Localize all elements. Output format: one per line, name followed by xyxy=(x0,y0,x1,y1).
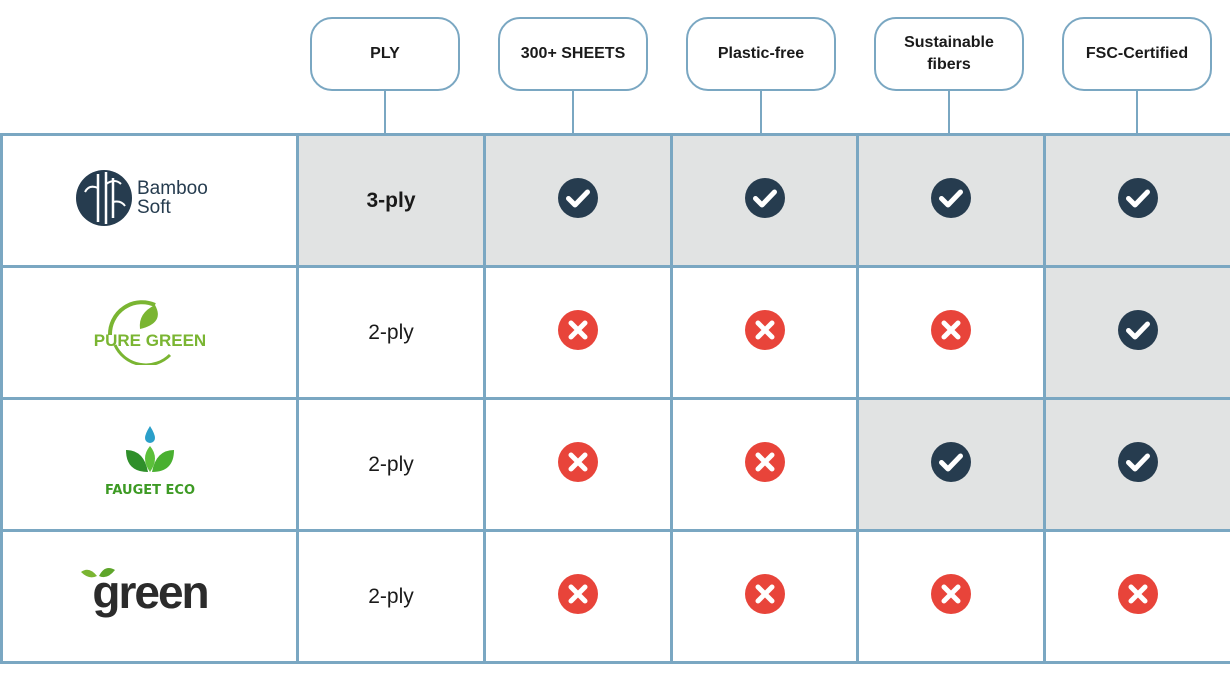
cross-circle-icon xyxy=(744,310,785,350)
header-plastic-free: Plastic-free xyxy=(686,17,836,91)
header-connector xyxy=(572,91,574,133)
cross-circle-icon xyxy=(744,574,785,614)
header-connector xyxy=(948,91,950,133)
feature-cell xyxy=(670,397,859,532)
header-connector xyxy=(760,91,762,133)
cross-circle-icon xyxy=(1118,574,1158,614)
feature-cell xyxy=(1043,133,1230,268)
check-circle-icon xyxy=(931,442,971,482)
logo-text: green xyxy=(92,566,207,618)
brand-logo: green xyxy=(75,562,225,626)
brand-logo: FAUGET ECO xyxy=(100,422,200,502)
feature-cell xyxy=(1043,265,1230,400)
check-circle-icon xyxy=(744,178,785,218)
feature-cell xyxy=(670,529,859,664)
table-row: FAUGET ECO 2-ply xyxy=(0,397,1230,532)
check-circle-icon xyxy=(558,178,598,218)
ply-cell: 2-ply xyxy=(296,265,486,400)
header-connector xyxy=(384,91,386,133)
green-logo: green xyxy=(80,566,209,618)
fauget-eco-logo: FAUGET ECO xyxy=(104,426,195,498)
cross-circle-icon xyxy=(744,442,785,482)
brand-cell: FAUGET ECO xyxy=(0,397,299,532)
check-circle-icon xyxy=(1118,442,1158,482)
feature-cell xyxy=(856,529,1046,664)
header-fsc-certified: FSC-Certified xyxy=(1062,17,1212,91)
header-ply: PLY xyxy=(310,17,460,91)
check-circle-icon xyxy=(1118,178,1158,218)
feature-cell xyxy=(483,133,673,268)
check-circle-icon xyxy=(931,178,971,218)
feature-cell xyxy=(856,397,1046,532)
brand-cell: PURE GREEN xyxy=(0,265,299,400)
feature-cell xyxy=(483,265,673,400)
ply-cell: 2-ply xyxy=(296,397,486,532)
column-headers: PLY 300+ SHEETS Plastic-free Sustainable… xyxy=(0,0,1230,133)
logo-text: PURE GREEN xyxy=(93,331,205,350)
cross-circle-icon xyxy=(558,574,598,614)
feature-cell xyxy=(483,529,673,664)
cross-circle-icon xyxy=(558,310,598,350)
header-300-sheets: 300+ SHEETS xyxy=(498,17,648,91)
header-sustainable-fibers: Sustainable fibers xyxy=(874,17,1024,91)
cross-circle-icon xyxy=(931,574,971,614)
table-row: PURE GREEN 2-ply xyxy=(0,265,1230,400)
feature-cell xyxy=(670,133,859,268)
logo-text: FAUGET ECO xyxy=(104,483,194,498)
feature-cell xyxy=(856,133,1046,268)
logo-text: Bamboo xyxy=(137,178,208,199)
cross-circle-icon xyxy=(558,442,598,482)
cross-circle-icon xyxy=(931,310,971,350)
brand-logo: PURE GREEN xyxy=(80,295,220,365)
feature-cell xyxy=(670,265,859,400)
brand-cell: green xyxy=(0,529,299,664)
feature-cell xyxy=(1043,529,1230,664)
table-row: green 2-ply xyxy=(0,529,1230,664)
header-connector xyxy=(1136,91,1138,133)
pure-green-logo: PURE GREEN xyxy=(93,300,206,365)
logo-text: Soft xyxy=(137,197,172,218)
feature-cell xyxy=(1043,397,1230,532)
ply-cell: 3-ply xyxy=(296,133,486,268)
feature-cell xyxy=(483,397,673,532)
feature-cell xyxy=(856,265,1046,400)
check-circle-icon xyxy=(1118,310,1158,350)
ply-cell: 2-ply xyxy=(296,529,486,664)
